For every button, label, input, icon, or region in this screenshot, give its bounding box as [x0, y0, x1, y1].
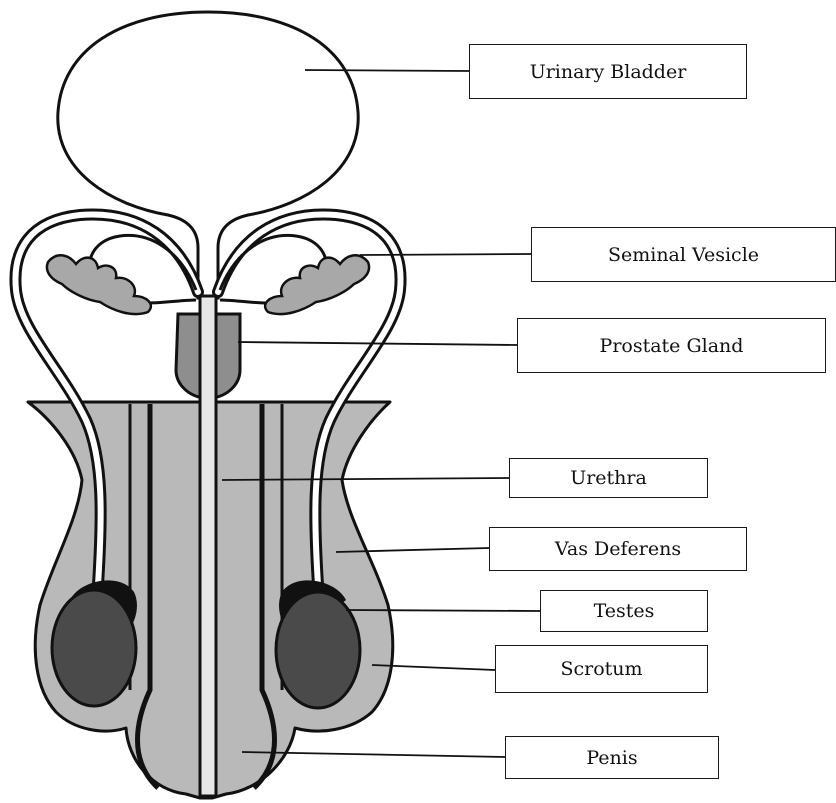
- leader-testes: [346, 610, 540, 611]
- label-seminal-vesicle-text: Seminal Vesicle: [608, 244, 759, 266]
- label-penis: Penis: [505, 736, 719, 779]
- label-prostate-gland: Prostate Gland: [517, 318, 826, 373]
- label-testes-text: Testes: [594, 600, 655, 622]
- label-urinary-bladder: Urinary Bladder: [469, 44, 747, 99]
- seminal-vesicle-right: [265, 255, 369, 314]
- seminal-vesicle-left: [47, 255, 151, 314]
- label-scrotum-text: Scrotum: [560, 658, 642, 680]
- label-prostate-gland-text: Prostate Gland: [600, 335, 744, 357]
- testis-left: [52, 590, 136, 706]
- label-seminal-vesicle: Seminal Vesicle: [531, 227, 836, 282]
- leader-seminal-vesicle: [360, 254, 531, 255]
- label-penis-text: Penis: [586, 747, 637, 769]
- urinary-bladder-shape: [58, 12, 358, 298]
- label-vas-deferens-text: Vas Deferens: [555, 538, 681, 560]
- leader-urinary-bladder: [305, 70, 469, 71]
- urethra-shape: [200, 296, 216, 796]
- label-testes: Testes: [540, 590, 708, 632]
- label-urethra: Urethra: [509, 458, 708, 498]
- label-urinary-bladder-text: Urinary Bladder: [530, 61, 687, 83]
- label-scrotum: Scrotum: [495, 645, 708, 693]
- label-urethra-text: Urethra: [570, 467, 647, 489]
- label-vas-deferens: Vas Deferens: [489, 527, 747, 571]
